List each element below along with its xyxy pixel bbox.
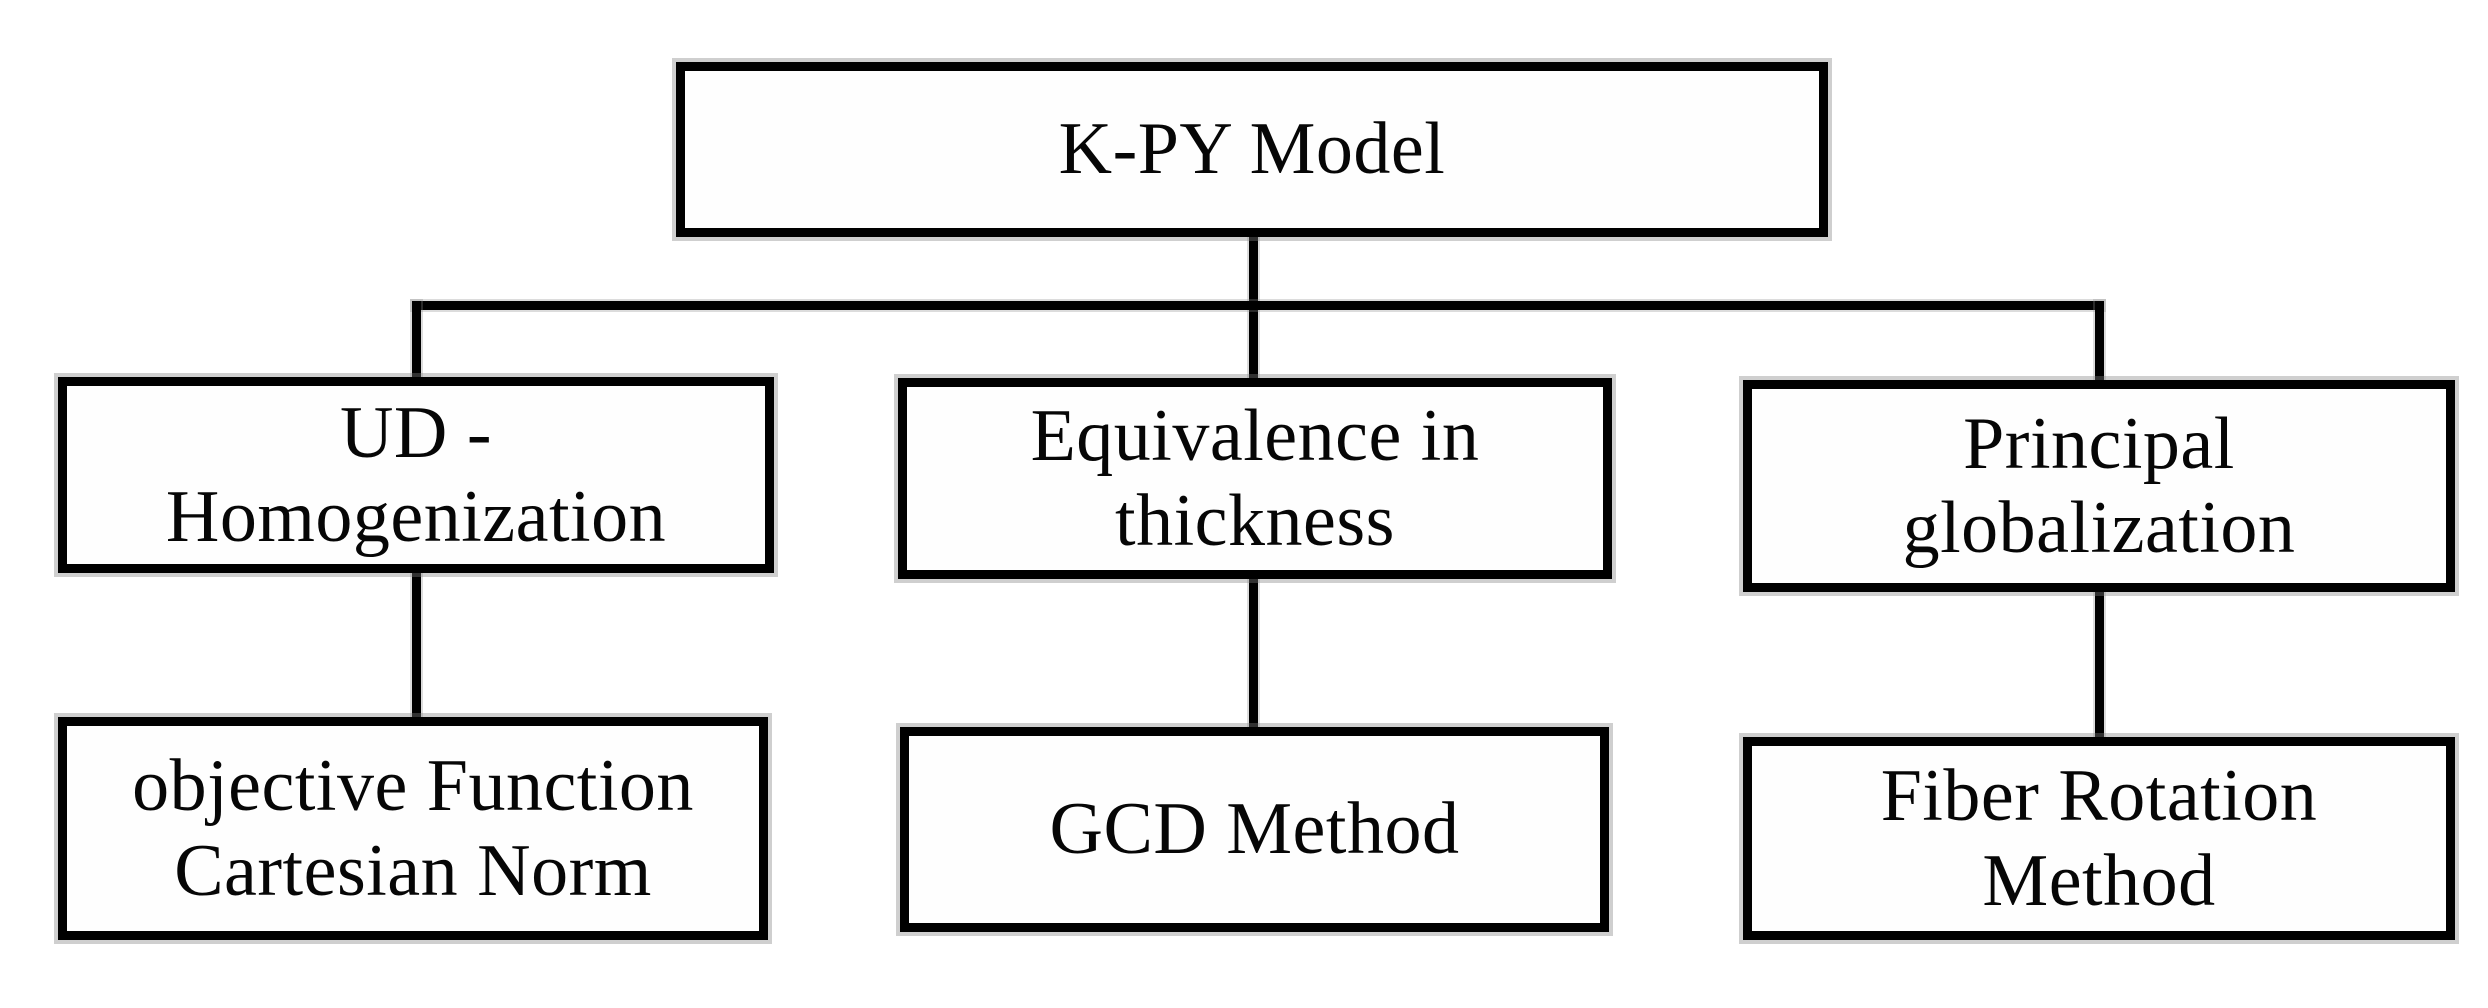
node-fiber-rotation-method-label: Fiber Rotation Method [1880, 755, 2318, 922]
connector-horizontal-bus [412, 301, 2104, 310]
node-objective-function-cartesian-norm: objective Function Cartesian Norm [58, 717, 768, 940]
node-principal-globalization: Principal globalization [1743, 380, 2455, 592]
connector-ud-homogenization-to-objective-function [412, 567, 421, 723]
node-kpy-model-label: K-PY Model [1058, 108, 1446, 191]
node-objective-function-cartesian-norm-label: objective Function Cartesian Norm [132, 745, 694, 912]
node-principal-globalization-label: Principal globalization [1902, 402, 2296, 569]
connector-bus-to-principal-globalization [2095, 301, 2104, 386]
node-equivalence-in-thickness-label: Equivalence in thickness [1030, 395, 1480, 562]
node-ud-homogenization: UD - Homogenization [58, 377, 774, 573]
node-gcd-method: GCD Method [900, 727, 1609, 932]
connector-principal-to-fiber-rotation [2095, 586, 2104, 743]
node-kpy-model: K-PY Model [676, 62, 1828, 237]
node-fiber-rotation-method: Fiber Rotation Method [1743, 737, 2455, 940]
connector-equivalence-to-gcd-method [1249, 573, 1258, 733]
connector-bus-to-ud-homogenization [412, 301, 421, 383]
node-equivalence-in-thickness: Equivalence in thickness [898, 378, 1612, 579]
node-gcd-method-label: GCD Method [1049, 788, 1460, 871]
node-ud-homogenization-label: UD - Homogenization [165, 391, 667, 558]
